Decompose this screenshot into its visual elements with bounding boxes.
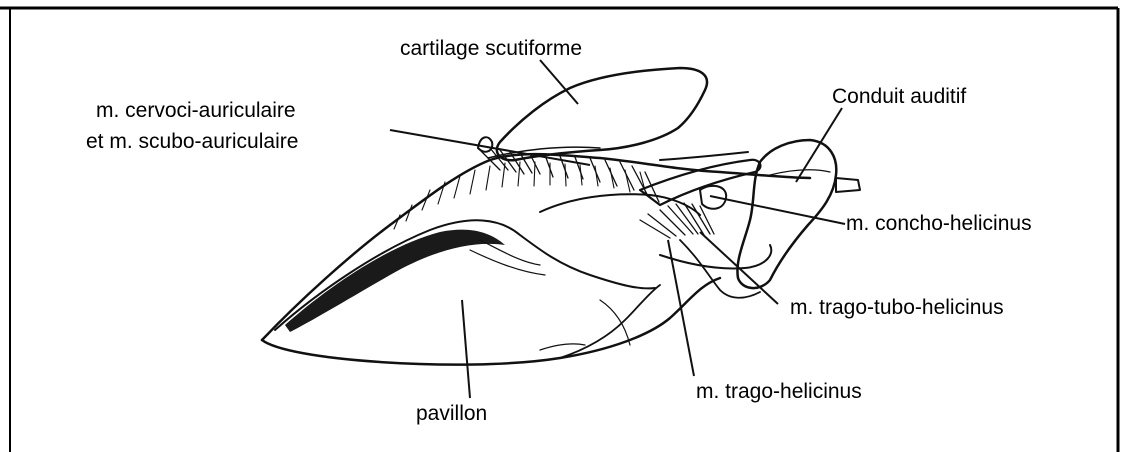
label-cervoci-line2: et m. scubo-auriculaire [86,130,298,153]
cervoci-knob [478,137,492,152]
trago-base [660,245,771,268]
label-trago-tubo-helicinus: m. trago-tubo-helicinus [790,296,1004,319]
cartilage-scutiforme-shape [497,68,707,160]
label-conduit-auditif: Conduit auditif [832,85,966,108]
conduit-tip [836,178,860,192]
label-trago-helicinus: m. trago-helicinus [696,380,862,403]
label-cervoci-line1: m. cervoci-auriculaire [96,99,296,122]
trago-muscle-fibers [640,203,714,238]
pavillon-dark-rim [285,230,505,332]
tube-upper [660,152,748,160]
ear-illustration [262,68,860,365]
leader-concho [710,196,845,224]
leader-cartilage [540,60,578,104]
label-pavillon: pavillon [416,402,487,425]
label-concho-helicinus: m. concho-helicinus [846,212,1032,235]
label-cartilage-scutiforme: cartilage scutiforme [400,37,582,60]
leader-lines [390,60,845,398]
leader-pavillon [462,300,470,398]
